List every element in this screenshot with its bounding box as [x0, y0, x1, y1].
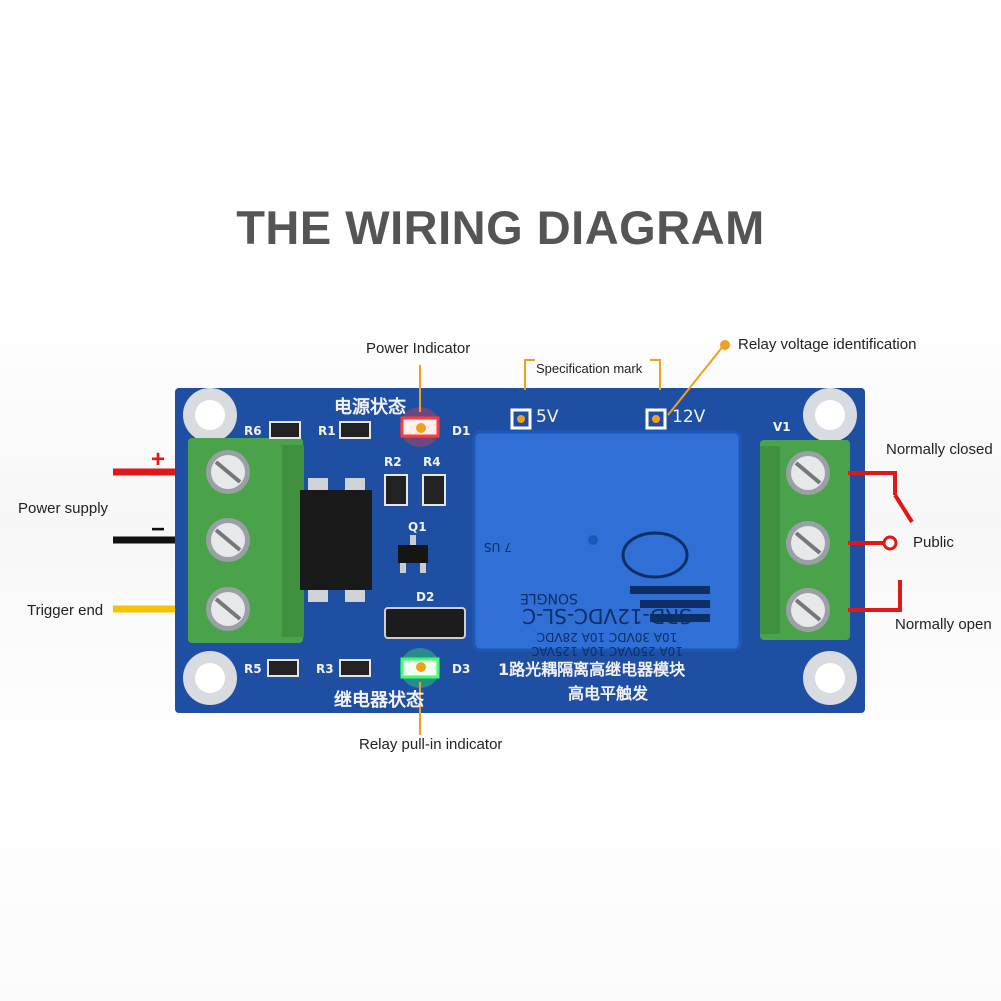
board-ref-d1: D1	[452, 424, 471, 438]
smd-resistors	[267, 421, 446, 677]
board-ref-r6: R6	[244, 424, 262, 438]
relay-ul-mark: 7 US	[484, 540, 512, 554]
board-module-name: 1路光耦隔离高继电器模块	[498, 660, 686, 679]
board-mark-5v: 5V	[536, 407, 559, 427]
page-title: THE WIRING DIAGRAM	[236, 201, 765, 254]
relay-body	[474, 432, 740, 650]
board-ref-r4: R4	[423, 455, 441, 469]
label-relay-voltage-identification: Relay voltage identification	[738, 336, 917, 353]
label-trigger-end: Trigger end	[27, 602, 104, 619]
output-wires	[848, 471, 914, 612]
label-specification-mark: Specification mark	[536, 361, 643, 376]
label-normally-closed: Normally closed	[886, 441, 993, 458]
board-ref-q1: Q1	[408, 520, 427, 534]
annotation-leaders	[419, 344, 725, 735]
relay-rating-line-2: 10A 30VDC 10A 28VDC	[536, 630, 678, 644]
board-ref-r1: R1	[318, 424, 336, 438]
terminal-block-right	[760, 440, 850, 640]
relay-printing: 10A 250VAC 10A 125VAC 10A 30VDC 10A 28VD…	[492, 604, 722, 662]
board-mark-12v: 12V	[672, 407, 706, 427]
terminal-block-left	[188, 438, 304, 643]
label-normally-open: Normally open	[895, 616, 992, 633]
minus-sign: −	[151, 516, 166, 543]
songle-logo-icon	[630, 586, 710, 622]
board-ref-d3: D3	[452, 662, 471, 676]
label-power-supply: Power supply	[18, 500, 109, 517]
relay-model: SRD-12VDC-SL-C	[522, 604, 692, 628]
board-ref-r3: R3	[316, 662, 334, 676]
board-relay-status: 继电器状态	[334, 690, 424, 711]
board-ref-r5: R5	[244, 662, 262, 676]
board-ref-r2: R2	[384, 455, 402, 469]
relay-brand: SONGLE	[520, 590, 578, 606]
transistor-q1	[398, 535, 428, 573]
relay-rating-line-1: 10A 250VAC 10A 125VAC	[531, 644, 683, 658]
diode-d2	[384, 607, 466, 639]
optocoupler-chip	[300, 478, 372, 602]
board-v1: V1	[773, 420, 791, 434]
mounting-hole-icon	[183, 388, 857, 705]
board-ref-d2: D2	[416, 590, 435, 604]
plus-sign: +	[151, 446, 166, 473]
mark-12v-box	[645, 408, 667, 430]
ce-mark-icon	[621, 531, 689, 579]
board-power-status: 电源状态	[334, 397, 406, 418]
mark-5v-box	[510, 408, 532, 430]
common-contact-icon	[882, 535, 898, 551]
label-public: Public	[913, 534, 954, 551]
board-trigger-type: 高电平触发	[568, 684, 649, 703]
label-power-indicator: Power Indicator	[366, 340, 471, 357]
label-relay-pull-in-indicator: Relay pull-in indicator	[359, 736, 503, 753]
